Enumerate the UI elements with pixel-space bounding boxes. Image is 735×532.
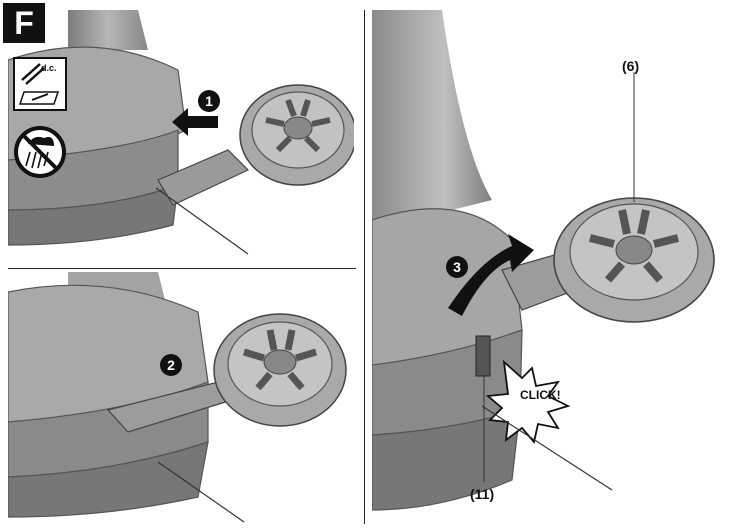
callout-part-11: (11) (470, 486, 495, 502)
panel-3-illustration (372, 10, 715, 511)
tool-base (372, 409, 521, 511)
no-rain-icon (14, 126, 66, 178)
tool-base (8, 184, 179, 246)
dc-label: d.c. (41, 63, 57, 73)
panel-step-3 (372, 10, 728, 524)
spacer-wheel-6 (553, 197, 715, 323)
panel-step-1: d.c. (8, 10, 354, 266)
tool-base (8, 441, 209, 518)
horizontal-divider (8, 268, 356, 269)
rotate-arrow (448, 234, 534, 316)
leader-line (157, 461, 245, 523)
step-1-marker: 1 (198, 90, 220, 112)
spacer-wheel (213, 313, 347, 427)
read-manual-icon (13, 57, 67, 111)
click-label: CLICK! (520, 388, 561, 402)
leader-line (481, 405, 613, 491)
step-3-marker: 3 (446, 256, 468, 278)
click-burst (485, 359, 571, 444)
leader-line (155, 187, 249, 255)
tool-neck (372, 10, 492, 230)
panel-step-2 (8, 272, 354, 524)
panel-2-illustration (8, 272, 347, 523)
vertical-divider (364, 10, 365, 524)
step-2-marker: 2 (160, 354, 182, 376)
latch-11 (475, 335, 491, 377)
panel-1-illustration: d.c. (8, 10, 354, 255)
figure-letter-badge: F (3, 3, 45, 43)
callout-part-6: (6) (622, 58, 640, 74)
push-arrow (172, 108, 218, 136)
tool-neck (68, 10, 148, 50)
spacer-wheel (239, 84, 354, 186)
